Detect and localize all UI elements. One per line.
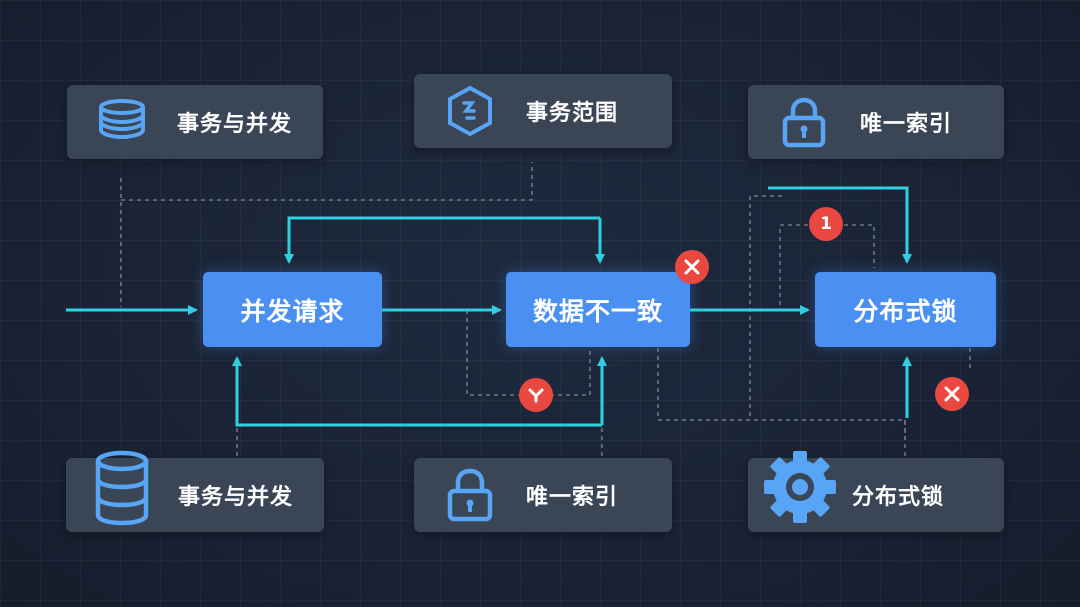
card-label: 分布式锁 <box>852 485 945 510</box>
card-label: 唯一索引 <box>526 485 619 510</box>
step-number-badge: 1 <box>809 207 843 241</box>
card-label: 事务与并发 <box>178 485 294 510</box>
flow-right-top-arrow <box>768 186 912 264</box>
node-data-inconsistency: 数据不一致 <box>506 272 690 347</box>
card-distributed-lock-bottom: 分布式锁 <box>748 451 1004 532</box>
card-transaction-concurrency-top: 事务与并发 <box>67 85 323 159</box>
card-transaction-concurrency-bottom: 事务与并发 <box>66 450 324 532</box>
gear-icon <box>748 448 852 526</box>
close-icon <box>675 250 709 284</box>
node-distributed-lock: 分布式锁 <box>815 272 996 347</box>
dashed-guide-top-center <box>121 162 533 201</box>
close-icon <box>935 377 969 411</box>
card-label: 事务与并发 <box>177 112 293 137</box>
card-transaction-scope: 事务范围 <box>414 74 672 148</box>
flow-bottom-loop-left <box>232 356 602 427</box>
server-cylinder-icon <box>66 450 178 526</box>
database-stack-icon <box>67 98 177 146</box>
card-label: 事务范围 <box>526 101 619 126</box>
fork-icon <box>519 378 553 412</box>
dashed-guide-right <box>658 419 906 440</box>
card-unique-index-top: 唯一索引 <box>748 85 1004 159</box>
lock-icon <box>748 96 860 148</box>
card-unique-index-bottom: 唯一索引 <box>414 458 672 532</box>
hexagon-icon <box>414 85 526 137</box>
flow-top-loop-left <box>284 216 600 264</box>
card-label: 唯一索引 <box>860 112 953 137</box>
dashed-guide-right-inner <box>779 224 875 305</box>
node-concurrent-requests: 并发请求 <box>203 272 382 347</box>
lock-icon <box>414 467 526 523</box>
